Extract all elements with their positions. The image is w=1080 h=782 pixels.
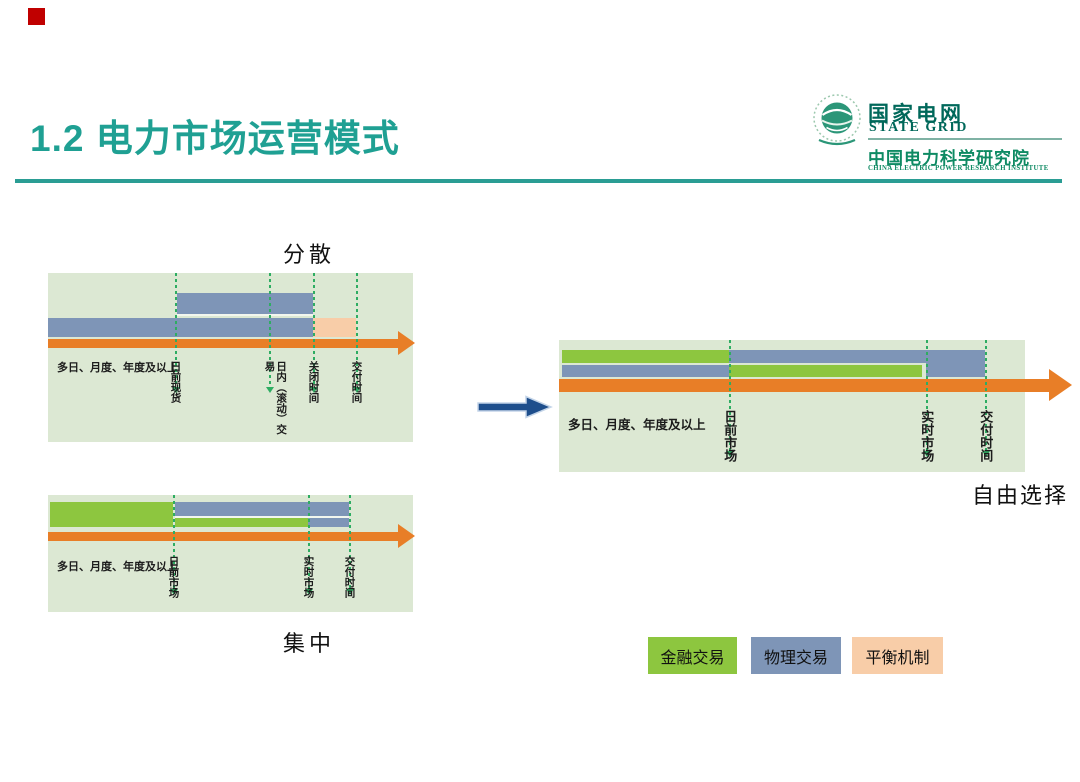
milestone-line — [356, 273, 358, 388]
logo-divider — [868, 138, 1062, 140]
timeline-arrow-head — [1049, 369, 1072, 401]
logo-block: 国家电网 STATE GRID 中国电力科学研究院 CHINA ELECTRIC… — [810, 90, 1066, 176]
logo-brand-en: STATE GRID — [869, 120, 968, 135]
physical-bar — [48, 318, 313, 337]
logo-brand-cn: 国家电网 — [868, 103, 964, 126]
timeline-arrow — [48, 532, 398, 541]
logo-org-cn: 中国电力科学研究院 — [868, 149, 1030, 168]
milestone-arrowhead-icon — [353, 387, 361, 393]
milestone-label: 日前市场 — [722, 410, 738, 462]
timeline-arrow-head — [398, 524, 415, 548]
milestone-arrowhead-icon — [982, 451, 990, 457]
timeline-arrow-head — [398, 331, 415, 355]
milestone-line — [308, 495, 310, 590]
financial-bar — [175, 518, 308, 527]
milestone-arrowhead-icon — [923, 451, 931, 457]
legend-item-financial: 金融交易 — [648, 637, 737, 674]
physical-bar — [308, 518, 349, 527]
financial-bar — [729, 365, 922, 377]
milestone-arrowhead-icon — [305, 589, 313, 595]
milestone-label: 日前现货 — [169, 361, 182, 403]
diagram-free-choice-title: 自由选择 — [972, 483, 1069, 508]
milestone-line — [175, 273, 177, 388]
milestone-line — [269, 273, 271, 388]
milestone-label: 关闭时间 — [307, 361, 320, 403]
milestone-label: 交付时间 — [978, 410, 994, 462]
milestone-label: 日前市场 — [167, 556, 180, 598]
milestone-arrowhead-icon — [346, 589, 354, 595]
title-underline — [15, 179, 1062, 183]
milestone-label: 实时市场 — [919, 410, 935, 462]
legend-label: 平衡机制 — [865, 649, 930, 667]
axis-label: 多日、月度、年度及以上 — [57, 561, 178, 573]
milestone-line — [173, 495, 175, 590]
milestone-arrowhead-icon — [170, 589, 178, 595]
logo-org-en: CHINA ELECTRIC POWER RESEARCH INSTITUTE — [868, 165, 1049, 172]
milestone-arrowhead-icon — [172, 387, 180, 393]
milestone-line — [349, 495, 351, 590]
milestone-line — [985, 340, 987, 452]
corner-marker — [28, 8, 45, 25]
milestone-line — [313, 273, 315, 388]
physical-bar — [175, 502, 349, 518]
diagram-centralized: 多日、月度、年度及以上 日前市场 实时市场 交付时间 — [48, 495, 415, 612]
page-title: 1.2 电力市场运营模式 — [30, 118, 400, 159]
transition-arrow-icon — [477, 395, 553, 419]
milestone-line — [729, 340, 731, 452]
axis-label: 多日、月度、年度及以上 — [57, 362, 178, 374]
legend-label: 金融交易 — [660, 649, 725, 667]
state-grid-emblem-icon — [813, 94, 861, 146]
milestone-line — [926, 340, 928, 452]
milestone-arrowhead-icon — [266, 387, 274, 393]
milestone-arrowhead-icon — [310, 387, 318, 393]
legend-item-balancing: 平衡机制 — [852, 637, 943, 674]
physical-bar — [729, 350, 926, 363]
milestone-arrowhead-icon — [726, 451, 734, 457]
financial-bar — [50, 502, 173, 527]
milestone-label: 交付时间 — [343, 556, 356, 598]
axis-label: 多日、月度、年度及以上 — [568, 418, 706, 432]
diagram-dispersed-title: 分散 — [283, 242, 336, 267]
timeline-arrow — [559, 379, 1049, 392]
physical-bar — [562, 365, 729, 377]
diagram-centralized-title: 集中 — [283, 631, 336, 656]
diagram-dispersed: 多日、月度、年度及以上 日前现货 日内（滚动）交易 关闭时间 交付时间 — [48, 273, 415, 442]
legend-item-physical: 物理交易 — [751, 637, 841, 674]
physical-bar — [926, 350, 985, 377]
financial-bar — [562, 350, 729, 363]
balancing-bar — [313, 318, 356, 337]
milestone-label: 日内（滚动）交易 — [263, 361, 288, 435]
diagram-free-choice: 多日、月度、年度及以上 日前市场 实时市场 交付时间 — [559, 340, 1072, 472]
milestone-label: 交付时间 — [350, 361, 363, 403]
physical-bar — [177, 293, 313, 316]
legend-label: 物理交易 — [763, 649, 828, 667]
milestone-label: 实时市场 — [302, 556, 315, 598]
timeline-arrow — [48, 339, 398, 348]
